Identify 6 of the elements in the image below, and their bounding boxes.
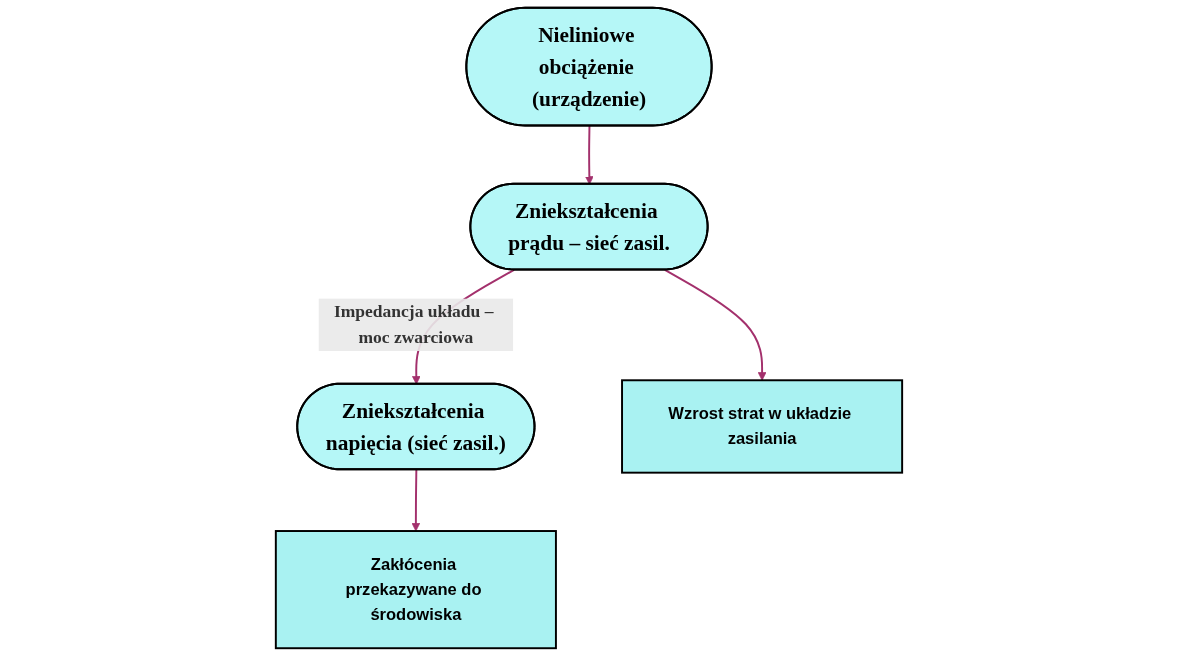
arrow xyxy=(663,268,767,381)
edge-label: Impedancja układu – moc zwarciowa xyxy=(333,301,494,348)
node-box: Zakłócenia przekazywane do środowiska xyxy=(274,530,557,650)
node-box: Wzrost strat w układzie zasilania xyxy=(621,379,904,474)
arrow xyxy=(585,124,594,185)
arrow xyxy=(411,468,421,532)
